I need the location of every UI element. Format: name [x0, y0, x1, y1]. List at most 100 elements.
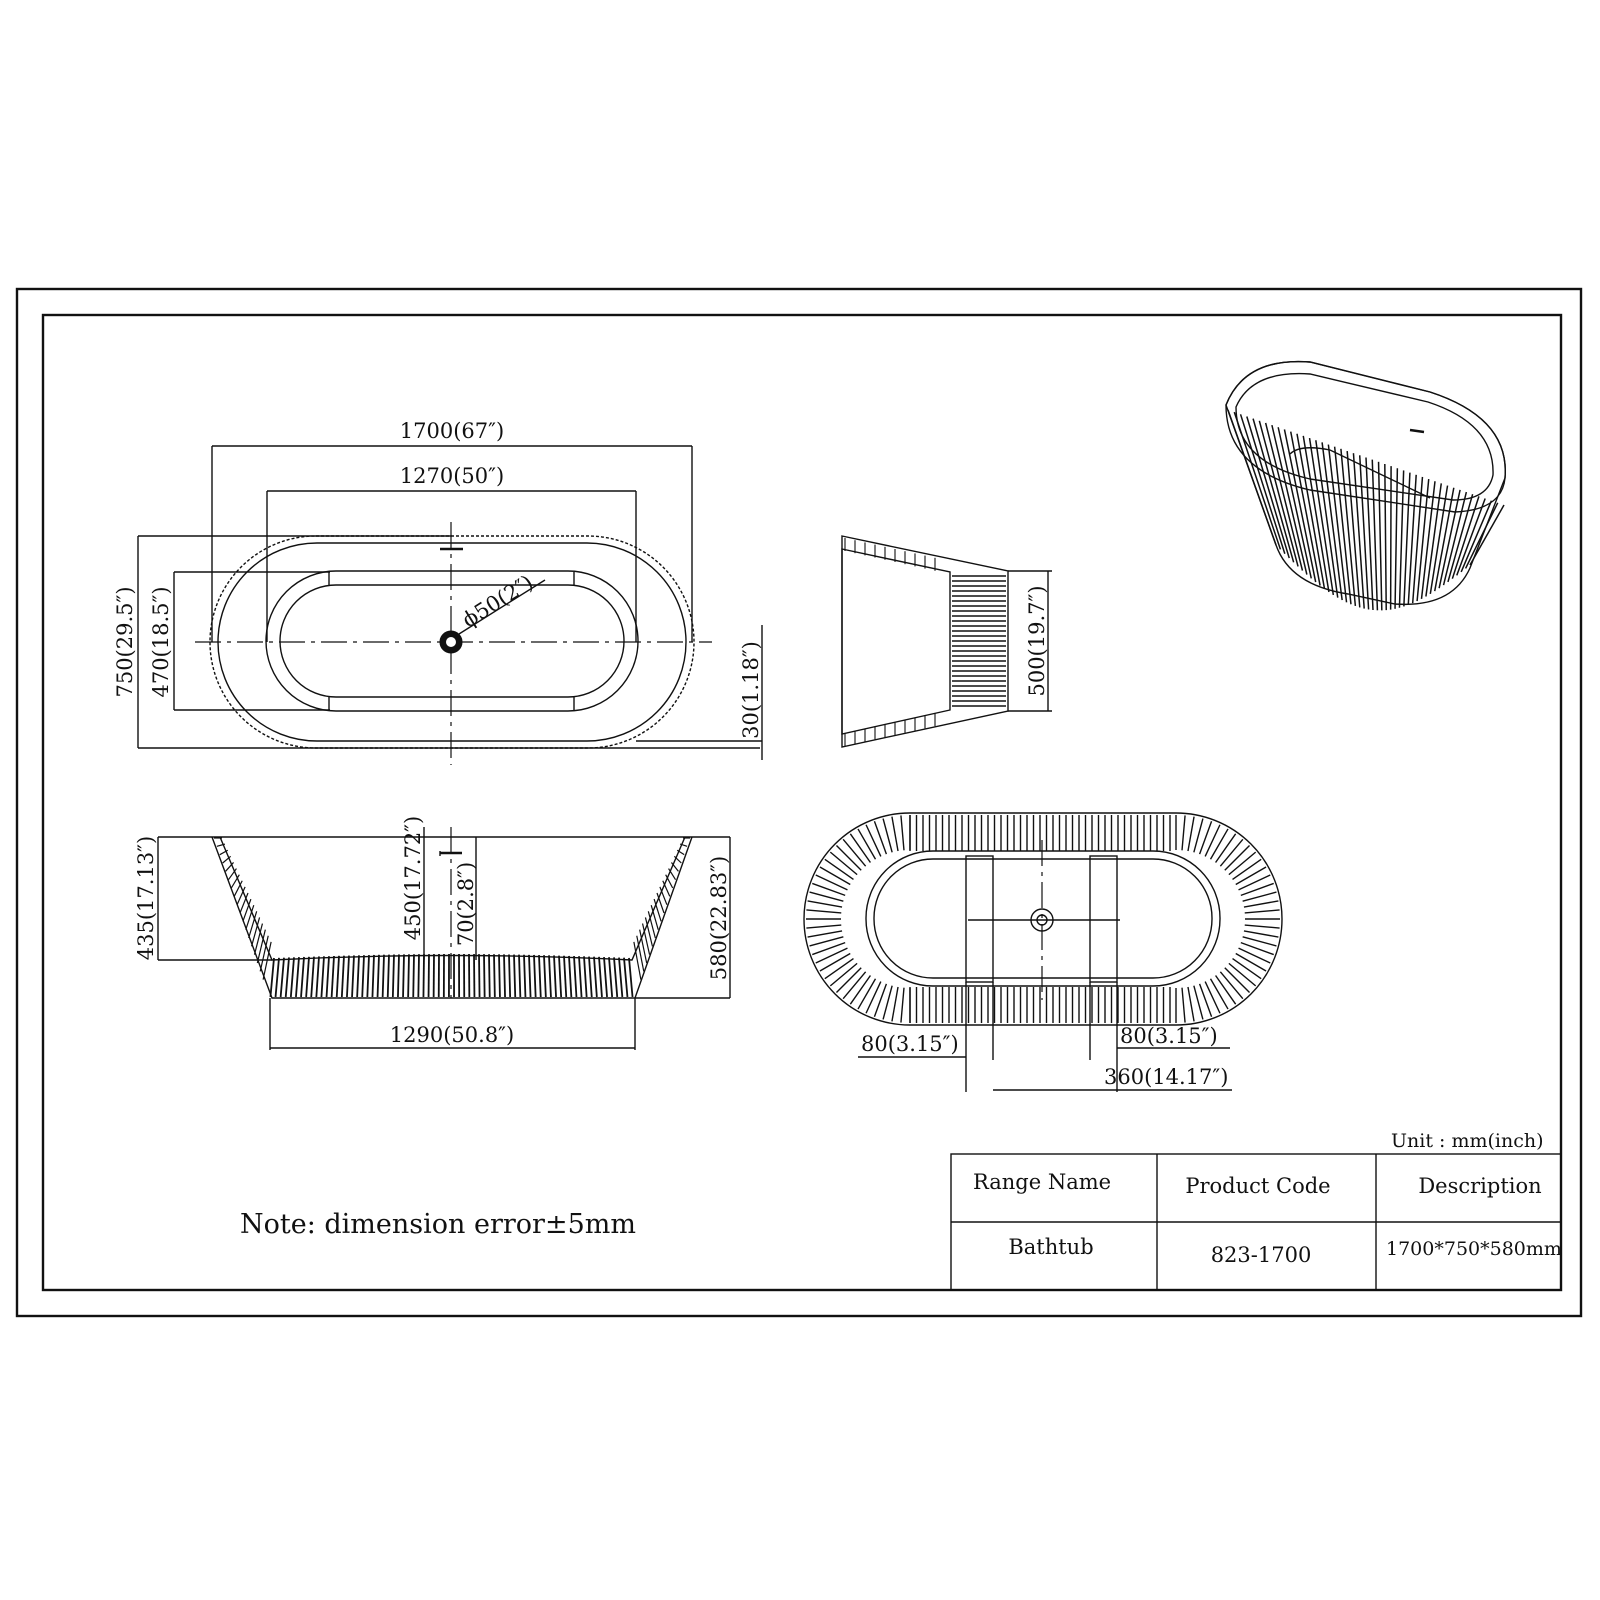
flute-line: [233, 880, 243, 897]
flute-line: [900, 815, 905, 851]
flute-line: [493, 954, 496, 998]
flute-line: [647, 911, 656, 939]
flute-line: [553, 955, 557, 998]
inner-frame: [41, 313, 1563, 1292]
flute-line: [325, 956, 330, 998]
flute-line: [1215, 975, 1237, 1005]
flute-line: [824, 858, 854, 880]
flute-line: [679, 843, 688, 847]
title-value-range-name: Bathtub: [1008, 1235, 1093, 1259]
flute-line: [1438, 489, 1461, 589]
outer-frame: [15, 287, 1583, 1318]
flute-line: [548, 955, 552, 998]
flute-line: [1193, 818, 1204, 853]
flute-line: [227, 868, 237, 881]
flute-line: [1447, 494, 1474, 583]
flute-line: [558, 955, 563, 998]
flute-line: [1181, 987, 1186, 1023]
flute-line: [1240, 941, 1274, 956]
unit-label: Unit : mm(inch): [1391, 1130, 1544, 1152]
flute-line: [1289, 431, 1321, 586]
flute-line: [662, 880, 671, 897]
flute-line: [1346, 450, 1361, 608]
flute-line: [1377, 461, 1383, 611]
flute-line: [1321, 442, 1343, 601]
flute-line: [340, 955, 345, 998]
flute-line: [1238, 874, 1271, 891]
flute-line: [613, 957, 619, 998]
flute-line: [865, 824, 882, 857]
flute-line: [815, 874, 848, 891]
flute-line: [407, 954, 410, 998]
flute-line: [588, 956, 593, 998]
flute-line: [608, 957, 614, 998]
flute-line: [351, 955, 355, 998]
flute-line: [842, 971, 867, 1000]
flute-line: [248, 911, 258, 939]
flute-line: [376, 954, 380, 998]
flute-line: [508, 954, 512, 998]
flute-line: [835, 844, 862, 871]
flute-line: [1238, 947, 1271, 964]
flute-line: [397, 954, 400, 998]
end-view-fluting: [844, 538, 1006, 746]
flute-line: [279, 957, 285, 998]
flute-line: [498, 954, 501, 998]
flute-line: [1242, 891, 1277, 902]
flute-line: [295, 957, 300, 998]
flute-line: [1394, 468, 1399, 609]
flute-line: [618, 957, 624, 998]
flute-line: [578, 956, 583, 998]
dimension-note: Note: dimension error±5mm: [240, 1209, 636, 1240]
flute-line: [366, 955, 370, 998]
flute-line: [371, 954, 375, 998]
flute-line: [356, 955, 360, 998]
flute-line: [1244, 909, 1280, 914]
flute-line: [835, 967, 862, 994]
flute-line: [1242, 936, 1277, 947]
flute-line: [478, 954, 481, 998]
flute-line: [1429, 485, 1449, 594]
flute-line: [656, 892, 665, 914]
top-view-basin-floor: [279, 584, 625, 698]
top-view-drain-label: ϕ50(2″): [458, 570, 537, 632]
flute-line: [242, 898, 252, 922]
flute-line: [310, 956, 315, 998]
flute-line: [528, 954, 532, 998]
flute-line: [1243, 900, 1279, 908]
flute-line: [381, 954, 385, 998]
flute-line: [882, 818, 893, 853]
flute-line: [1187, 986, 1195, 1022]
flute-line: [1442, 491, 1468, 586]
flute-line: [346, 955, 350, 998]
flute-line: [653, 898, 662, 922]
flute-line: [1371, 459, 1379, 611]
flute-line: [807, 900, 843, 908]
flute-line: [1333, 446, 1352, 605]
title-value-product-code: 823-1700: [1211, 1243, 1312, 1267]
flute-line: [819, 952, 851, 972]
flute-line: [873, 821, 888, 855]
flute-line: [1258, 420, 1299, 567]
flute-line: [568, 955, 573, 998]
flute-line: [1411, 476, 1424, 604]
flute-line: [1219, 971, 1244, 1000]
isometric-fluting: [1227, 409, 1505, 611]
flute-line: [1264, 422, 1304, 571]
flute-line: [1209, 978, 1229, 1010]
flute-line: [335, 955, 340, 998]
flute-line: [815, 947, 848, 964]
flute-line: [305, 956, 310, 998]
flute-line: [1228, 962, 1257, 987]
flute-line: [284, 957, 290, 998]
flute-line: [1243, 930, 1279, 938]
top-view-basin: [265, 570, 639, 712]
flute-line: [824, 958, 854, 980]
flute-line: [1227, 409, 1277, 546]
flute-line: [1403, 472, 1411, 607]
flute-line: [1308, 437, 1335, 596]
title-block: Range Name Product Code Description Bath…: [950, 1153, 1562, 1291]
flute-line: [650, 905, 659, 930]
flute-line: [513, 954, 517, 998]
